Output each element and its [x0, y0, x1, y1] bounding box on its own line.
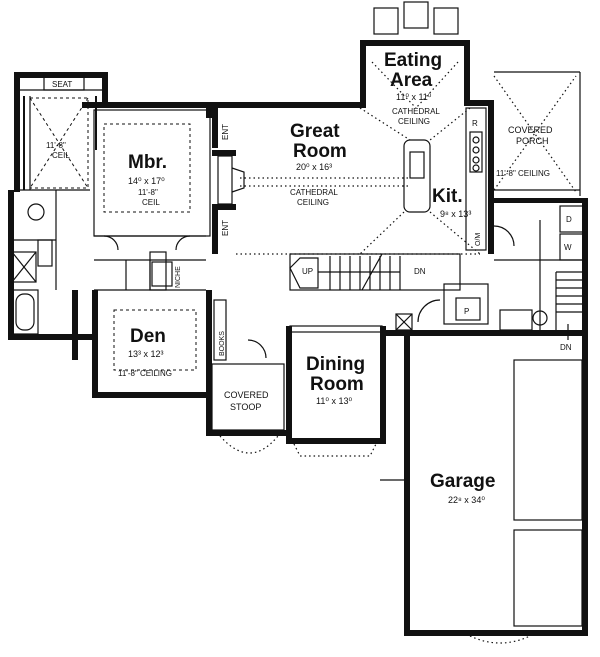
- dining-name-1: Dining: [306, 354, 365, 375]
- books-label: BOOKS: [219, 331, 226, 356]
- eating-area-note-1: CATHEDRAL: [392, 107, 440, 116]
- mbr-note-1: 11'-8": [138, 188, 158, 197]
- garage-name: Garage: [430, 471, 495, 492]
- eating-area-dims: 11⁰ x 11⁰: [396, 92, 432, 102]
- eating-area-name-1: Eating: [384, 50, 442, 71]
- dryer-label: D: [566, 215, 572, 224]
- dining-dims: 11⁰ x 13⁰: [316, 396, 352, 406]
- washer-label: W: [564, 243, 572, 252]
- pantry-label: P: [464, 307, 469, 316]
- annotation-labels: SEAT 11'-8" CEIL ENT ENT NICHE BOOKS UP …: [46, 80, 572, 356]
- kit-name: Kit.: [432, 186, 463, 207]
- room-labels: Eating Area 11⁰ x 11⁰ CATHEDRAL CEILING …: [118, 50, 553, 505]
- ent-label-1: ENT: [221, 124, 230, 140]
- covered-porch-name-1: COVERED: [508, 125, 553, 135]
- covered-porch-name-2: PORCH: [516, 136, 549, 146]
- den-dims: 13³ x 12³: [128, 349, 164, 359]
- up-label: UP: [302, 267, 313, 276]
- oven-micro-label: O/M: [475, 233, 482, 246]
- den-name: Den: [130, 326, 166, 347]
- mbr-name: Mbr.: [128, 152, 167, 173]
- great-room-dims: 20⁰ x 16³: [296, 162, 332, 172]
- eating-area-name-2: Area: [390, 70, 433, 91]
- eating-area-note-2: CEILING: [398, 117, 430, 126]
- seat-label: SEAT: [52, 80, 72, 89]
- den-note: 11'-8" CEILING: [118, 369, 172, 378]
- covered-stoop-name-2: STOOP: [230, 402, 261, 412]
- ent-label-2: ENT: [221, 220, 230, 236]
- refrig-label: R: [472, 119, 478, 128]
- mbr-note-2: CEIL: [142, 198, 160, 207]
- niche-label: NICHE: [175, 266, 182, 288]
- dining-name-2: Room: [310, 374, 364, 395]
- exterior-walls: [8, 40, 588, 636]
- kit-dims: 9⁸ x 13³: [440, 209, 471, 219]
- dn-garage-label: DN: [560, 343, 572, 352]
- garage-dims: 22⁸ x 34⁰: [448, 495, 485, 505]
- bath-ceil-label-2: CEIL: [52, 151, 70, 160]
- great-room-note-1: CATHEDRAL: [290, 188, 338, 197]
- great-room-note-2: CEILING: [297, 198, 329, 207]
- dn-stair-label: DN: [414, 267, 426, 276]
- bath-ceil-label-1: 11'-8": [46, 141, 66, 150]
- covered-porch-note: 11'-8" CEILING: [496, 169, 550, 178]
- great-room-name-1: Great: [290, 121, 340, 142]
- mbr-dims: 14⁰ x 17⁰: [128, 176, 165, 186]
- interior-lines: [11, 1, 586, 644]
- great-room-name-2: Room: [293, 141, 347, 162]
- covered-stoop-name-1: COVERED: [224, 390, 269, 400]
